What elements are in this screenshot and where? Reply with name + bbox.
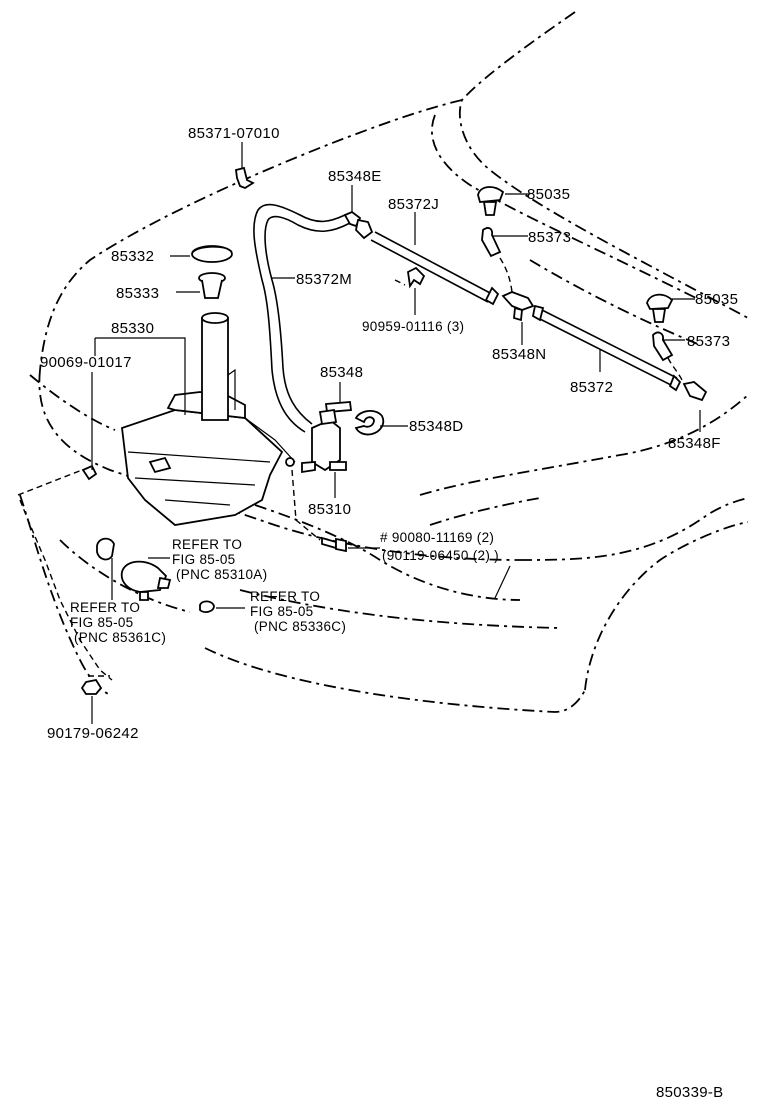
connector-85348F (682, 381, 708, 402)
hose-85372J (355, 218, 500, 306)
bolt-90080 (321, 536, 347, 553)
ref-85361C-line3: (PNC 85361C) (74, 630, 166, 645)
label-90179-06242: 90179-06242 (47, 725, 139, 742)
cap-85332 (191, 245, 233, 263)
label-90119-06450: (90119-06450 (2) ) (382, 548, 499, 563)
leader-lines (91, 142, 701, 724)
ref-85310A-line2: FIG 85-05 (172, 552, 235, 567)
clamp-85371 (235, 166, 255, 190)
pump-motor-ref (120, 560, 172, 601)
nozzle-85035-upper (477, 186, 505, 216)
label-85371-07010: 85371-07010 (188, 125, 280, 142)
hose-85373-lower (652, 331, 674, 362)
label-85372: 85372 (570, 379, 613, 396)
ref-85336C-line3: (PNC 85336C) (254, 619, 346, 634)
ref-85361C-line2: FIG 85-05 (70, 615, 133, 630)
diagram-id: 850339-B (656, 1084, 723, 1101)
connector-85348N (501, 291, 535, 322)
label-85348: 85348 (320, 364, 363, 381)
nozzle-85035-lower (646, 293, 674, 323)
label-90069-01017: 90069-01017 (40, 354, 132, 371)
nut-90179 (80, 678, 103, 695)
label-85348F: 85348F (668, 435, 721, 452)
ref-85336C-line1: REFER TO (250, 589, 320, 604)
sensor-clamp (96, 537, 115, 561)
label-90959-01116: 90959-01116 (3) (362, 319, 464, 334)
washer-tank (121, 312, 296, 526)
label-85035-upper: 85035 (527, 186, 570, 203)
label-85310: 85310 (308, 501, 351, 518)
part-labels: 85371-07010 85348E 85372J 85035 85332 85… (40, 125, 738, 1101)
hose-85348D (354, 410, 385, 436)
grommet-90069 (81, 464, 98, 481)
hose-85373-upper (481, 227, 502, 258)
ref-85361C-line1: REFER TO (70, 600, 140, 615)
pump-85310 (301, 408, 347, 474)
label-85348E: 85348E (328, 168, 382, 185)
clip-90959 (407, 266, 426, 289)
ref-85310A-line1: REFER TO (172, 537, 242, 552)
label-85372M: 85372M (296, 271, 352, 288)
clip-ref-85336C (199, 600, 215, 613)
strainer-85333 (198, 272, 226, 299)
hose-85372M (253, 203, 362, 433)
label-85333: 85333 (116, 285, 159, 302)
label-85373-lower: 85373 (687, 333, 730, 350)
ref-85310A-line3: (PNC 85310A) (176, 567, 267, 582)
label-85348N: 85348N (492, 346, 546, 363)
label-85332: 85332 (111, 248, 154, 265)
label-85330: 85330 (111, 320, 154, 337)
label-85373-upper: 85373 (528, 229, 571, 246)
label-90080-11169: # 90080-11169 (2) (380, 530, 494, 545)
label-85035-lower: 85035 (695, 291, 738, 308)
label-85372J: 85372J (388, 196, 439, 213)
label-85348D: 85348D (409, 418, 463, 435)
dashed-connections (17, 257, 683, 681)
ref-85336C-line2: FIG 85-05 (250, 604, 313, 619)
hose-85372 (531, 304, 682, 392)
reference-notes: REFER TO FIG 85-05 (PNC 85310A) REFER TO… (70, 537, 346, 645)
